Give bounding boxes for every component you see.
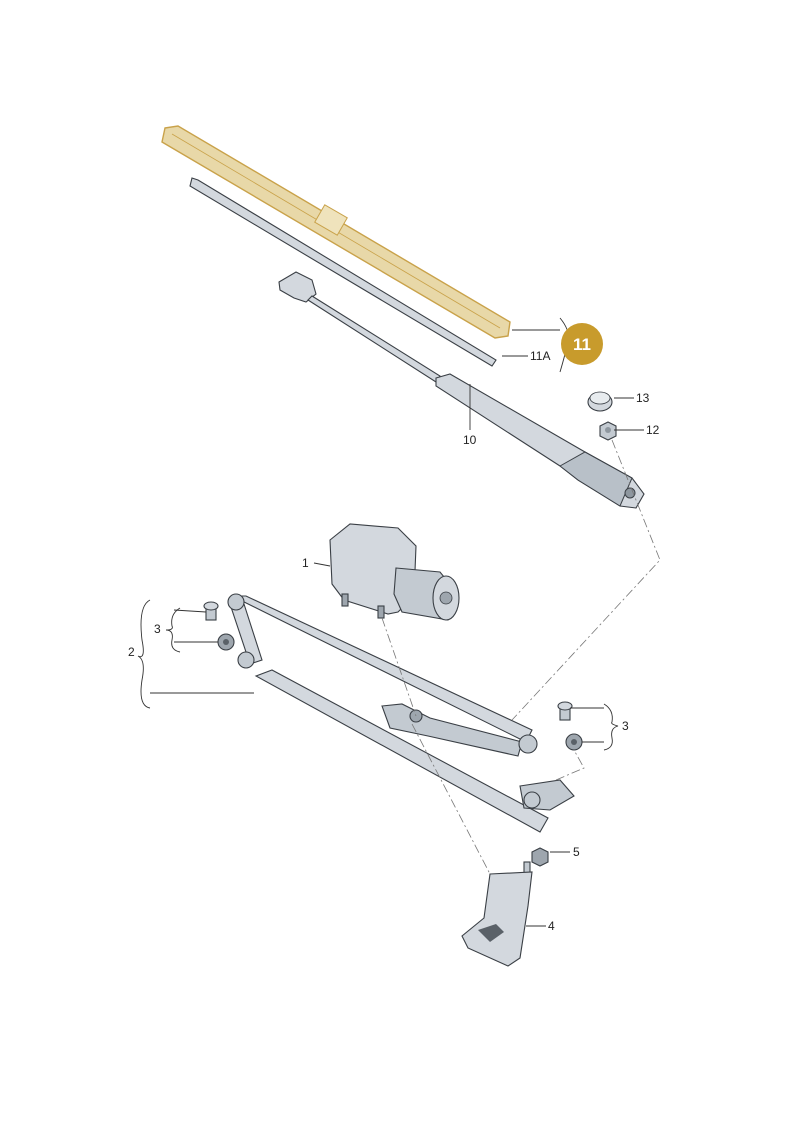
bearing-bracket[interactable] xyxy=(461,861,533,967)
callout-2: 2 xyxy=(128,645,135,659)
wiper-rubber-strip[interactable] xyxy=(189,177,497,367)
callout-1: 1 xyxy=(302,556,309,570)
wiper-arm-shade xyxy=(559,451,633,507)
callout-12: 12 xyxy=(646,423,660,437)
alignment-line-motor xyxy=(381,617,417,717)
nut-5[interactable] xyxy=(531,847,549,867)
callout-5: 5 xyxy=(573,845,580,859)
badge-label: 11 xyxy=(573,335,591,354)
wiper-arm-rod xyxy=(307,295,441,383)
alignment-line-arm xyxy=(511,439,661,721)
wiper-blade[interactable] xyxy=(161,125,511,339)
callout-4: 4 xyxy=(548,919,555,933)
screw-bush-left[interactable] xyxy=(203,601,235,651)
alignment-line-right xyxy=(555,749,585,781)
callout-3-right: 3 xyxy=(622,719,629,733)
wiper-motor[interactable] xyxy=(329,523,460,621)
callout-3-left: 3 xyxy=(154,622,161,636)
wiper-linkage[interactable] xyxy=(227,593,575,833)
callout-10: 10 xyxy=(463,433,477,447)
alignment-line-bracket xyxy=(411,723,491,875)
cap-13[interactable] xyxy=(587,391,613,412)
linkage-lower-tube xyxy=(254,669,549,833)
callout-11a: 11A xyxy=(530,349,550,363)
wiper-blade-clip xyxy=(314,204,348,236)
screw-bush-right[interactable] xyxy=(557,701,583,751)
part-badge-11[interactable]: 11 xyxy=(561,323,603,365)
wiper-arm[interactable] xyxy=(278,271,645,509)
callout-13: 13 xyxy=(636,391,650,405)
nut-12[interactable] xyxy=(599,421,617,441)
badge-circle xyxy=(561,323,603,365)
